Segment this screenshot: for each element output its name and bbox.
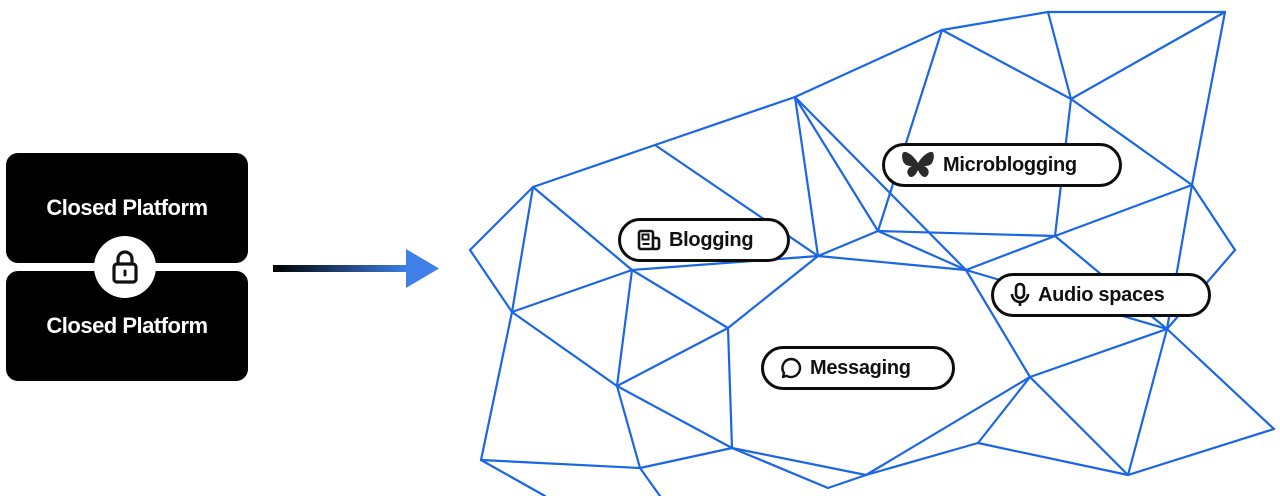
mesh-edge (793, 28, 944, 99)
mesh-edge (730, 446, 830, 490)
mesh-edge (1190, 183, 1237, 252)
node-microblogging: Microblogging (882, 143, 1122, 187)
closed-platform-label: Closed Platform (46, 313, 208, 338)
mesh-edge (630, 268, 730, 330)
chat-bubble-icon (781, 357, 802, 379)
mesh-edge (816, 229, 880, 258)
mesh-edge (940, 28, 1073, 101)
mesh-edge (479, 310, 514, 462)
mesh-edge (479, 458, 642, 470)
mesh-edge (826, 473, 868, 490)
arrow-shaft (273, 265, 408, 272)
mesh-edge (864, 441, 980, 477)
mesh-edge (964, 234, 1057, 272)
mesh-edge (1069, 97, 1194, 187)
mesh-edge (653, 143, 820, 258)
mesh-edge (510, 310, 619, 388)
mesh-edge (468, 185, 535, 252)
butterfly-icon (902, 151, 934, 178)
microphone-icon (1010, 282, 1030, 306)
node-blogging: Blogging (618, 218, 790, 262)
mesh-edge (793, 95, 820, 258)
node-label: Audio spaces (1038, 283, 1165, 306)
mesh-edge (730, 446, 868, 477)
mesh-edge (1126, 327, 1169, 477)
arrow-head (406, 249, 439, 288)
closed-platform-label: Closed Platform (46, 195, 208, 220)
mesh-edge (940, 10, 1050, 32)
mesh-edge (1126, 427, 1276, 477)
mesh-edge (876, 28, 944, 233)
mesh-edge (510, 185, 535, 314)
mesh-edge (1046, 10, 1073, 101)
closed-platform-card-bottom: Closed Platform (6, 271, 248, 381)
mesh-edge (1028, 375, 1130, 477)
mesh-edge (531, 185, 634, 272)
mesh-edge (615, 384, 642, 470)
mesh-edge (816, 254, 968, 272)
mesh-edge (876, 229, 1057, 238)
node-audio-spaces: Audio spaces (991, 273, 1211, 317)
lock-badge (94, 236, 156, 298)
mesh-edge (630, 254, 820, 272)
mesh-edge (1069, 10, 1227, 101)
mesh-edge (1165, 327, 1276, 431)
mesh-edge (864, 375, 1032, 477)
node-label: Blogging (669, 228, 754, 251)
mesh-edge (976, 441, 1130, 477)
mesh-edge (1053, 183, 1194, 238)
mesh-edge (510, 268, 634, 314)
mesh-edge (726, 254, 820, 330)
mesh-edge (638, 466, 662, 496)
newspaper-icon (637, 229, 661, 251)
mesh-edge (726, 326, 734, 450)
node-messaging: Messaging (761, 346, 955, 390)
mesh-edge (876, 229, 968, 272)
mesh-edge (615, 384, 734, 450)
mesh-edge (793, 95, 880, 233)
mesh-edge (964, 268, 1032, 379)
mesh-edge (638, 446, 734, 470)
mesh-edge (615, 326, 730, 388)
mesh-edge (1028, 327, 1169, 379)
mesh-edge (479, 458, 547, 496)
mesh-edge (531, 143, 657, 189)
mesh-edge (793, 95, 968, 272)
node-label: Microblogging (943, 153, 1077, 176)
mesh-edge (468, 248, 514, 314)
node-label: Messaging (810, 356, 911, 379)
mesh-edge (1190, 10, 1227, 187)
mesh-edge (653, 95, 797, 147)
mesh-edge (615, 268, 634, 388)
mesh-edge (976, 375, 1032, 445)
lock-icon (112, 250, 138, 284)
